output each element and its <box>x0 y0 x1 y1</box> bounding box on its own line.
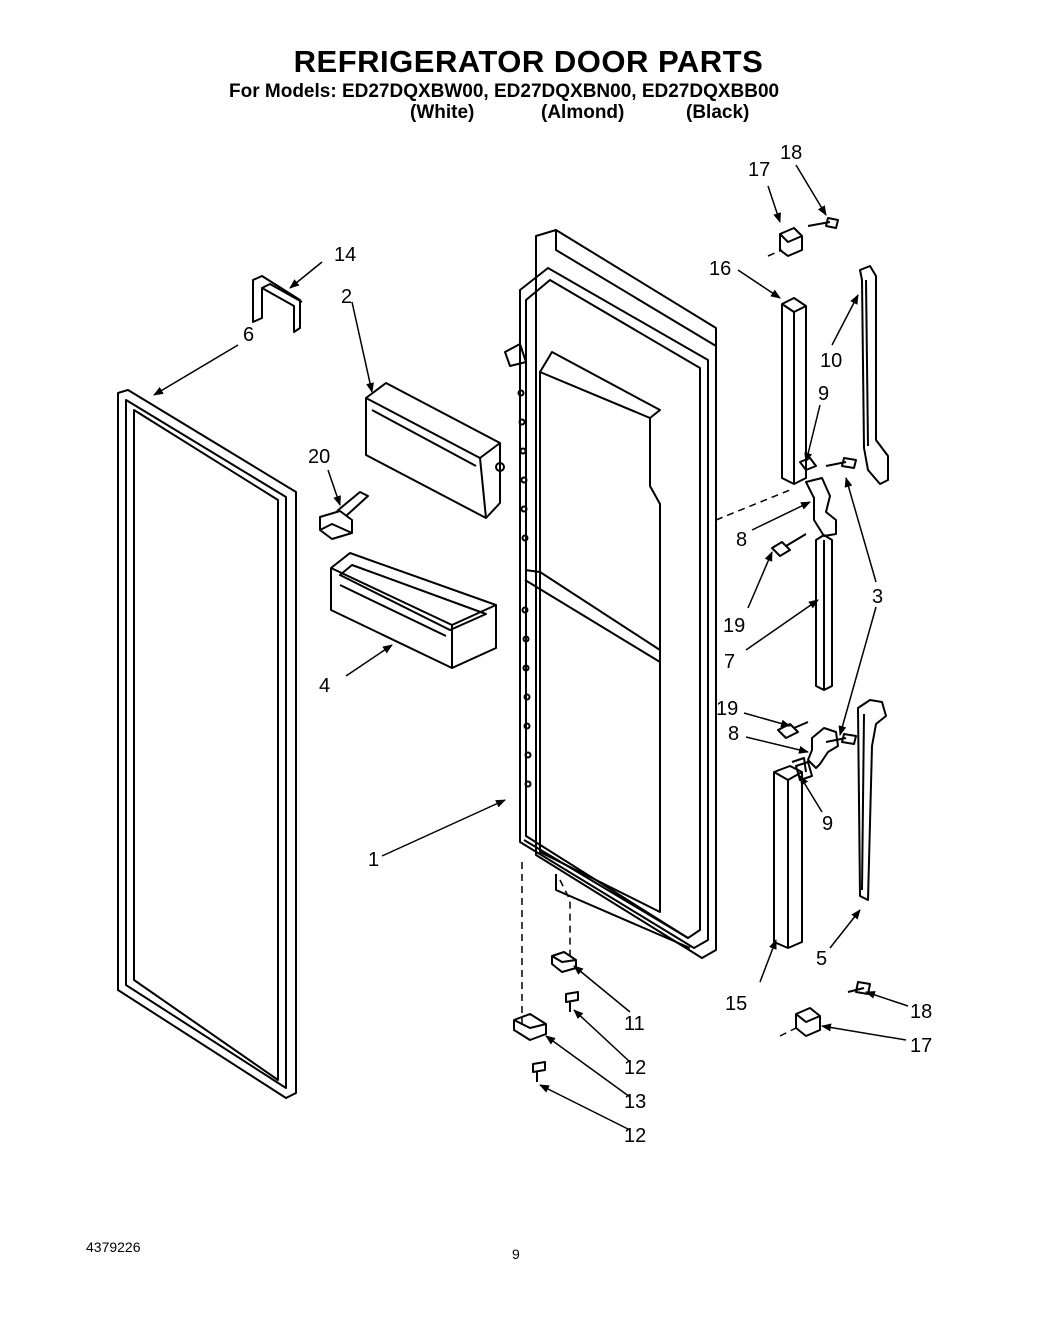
callout-4: 4 <box>319 675 330 697</box>
leader-line-16 <box>737 269 781 299</box>
cap-bottom-part <box>795 1007 821 1037</box>
hinge-bracket-part <box>513 1013 547 1041</box>
shelf-cover-part <box>365 382 505 519</box>
leader-line-14 <box>289 261 323 289</box>
hinge-part <box>551 951 577 973</box>
upper-handle-part <box>859 265 889 485</box>
leader-line-11 <box>573 965 631 1013</box>
leader-line-10 <box>831 294 859 346</box>
leader-line-9b <box>799 775 823 813</box>
callout-9-lower: 9 <box>822 813 833 835</box>
document-number: 4379226 <box>86 1239 141 1255</box>
assembly-line-hinge-upper <box>559 879 571 955</box>
page-title: REFRIGERATOR DOOR PARTS <box>293 44 764 79</box>
screw-19-upper <box>771 533 807 557</box>
assembly-line-cap-top <box>767 249 783 257</box>
leader-line-1 <box>381 799 506 857</box>
leader-line-12a <box>573 1009 631 1063</box>
small-clip-part <box>319 491 369 540</box>
callout-5: 5 <box>816 948 827 970</box>
leader-line-8a <box>751 501 811 531</box>
callout-12-upper: 12 <box>624 1057 646 1079</box>
door-gasket-part <box>117 389 297 1099</box>
callout-8-upper: 8 <box>736 529 747 551</box>
callout-19-upper: 19 <box>723 615 745 637</box>
middle-trim-part <box>815 534 833 691</box>
callout-9-upper: 9 <box>818 383 829 405</box>
callout-16: 16 <box>709 258 731 280</box>
upper-trim-part <box>781 297 807 485</box>
callout-7: 7 <box>724 651 735 673</box>
page-number: 9 <box>512 1246 520 1262</box>
screw-18-top <box>807 217 839 229</box>
leader-line-3b <box>838 606 877 736</box>
callout-3: 3 <box>872 586 883 608</box>
lower-trim-part <box>773 757 807 949</box>
callout-18-top: 18 <box>780 142 802 164</box>
variant-white: (White) <box>410 102 475 123</box>
callout-13: 13 <box>624 1091 646 1113</box>
leader-line-4 <box>345 644 393 677</box>
screw-12-upper <box>565 991 579 1012</box>
callout-17-bottom: 17 <box>910 1035 932 1057</box>
screw-3-lower <box>825 733 857 745</box>
callout-17-top: 17 <box>748 159 770 181</box>
leader-line-19b <box>743 712 791 728</box>
screw-3-upper <box>825 457 857 469</box>
handle-bracket-upper-part <box>805 477 837 537</box>
assembly-line-cap-bottom <box>779 1025 801 1037</box>
models-line: For Models: ED27DQXBW00, ED27DQXBN00, ED… <box>229 81 780 102</box>
leader-line-9a <box>804 404 821 463</box>
clip-9-upper <box>799 457 817 471</box>
leader-line-2 <box>351 301 374 393</box>
leader-line-20 <box>327 469 341 506</box>
leader-line-7 <box>745 599 819 651</box>
leader-line-18a <box>795 164 827 216</box>
leader-line-17a <box>767 185 781 223</box>
leader-line-8b <box>745 736 809 754</box>
callout-10: 10 <box>820 350 842 372</box>
assembly-line-upper <box>715 489 791 521</box>
leader-line-6 <box>153 344 239 396</box>
lower-handle-part <box>857 699 887 901</box>
leader-line-13 <box>545 1035 631 1098</box>
cap-top-part <box>779 227 803 257</box>
callout-20: 20 <box>308 446 330 468</box>
callout-6: 6 <box>243 324 254 346</box>
callout-19-lower: 19 <box>716 698 738 720</box>
callout-12-lower: 12 <box>624 1125 646 1147</box>
callout-11: 11 <box>624 1013 645 1035</box>
leader-line-3a <box>844 477 877 583</box>
callout-18-bottom: 18 <box>910 1001 932 1023</box>
callout-2: 2 <box>341 286 352 308</box>
door-liner-part <box>504 229 717 959</box>
leader-line-15 <box>759 939 777 983</box>
callout-15: 15 <box>725 993 747 1015</box>
variant-almond: (Almond) <box>541 102 625 123</box>
leader-line-17b <box>821 1023 907 1041</box>
variant-black: (Black) <box>686 102 750 123</box>
handle-bracket-lower-part <box>807 727 839 769</box>
screw-12-lower <box>532 1061 546 1082</box>
callout-14: 14 <box>334 244 356 266</box>
leader-line-19a <box>747 551 773 609</box>
leader-line-12b <box>539 1084 631 1131</box>
leader-line-18b <box>865 991 909 1007</box>
callout-8-lower: 8 <box>728 723 739 745</box>
leader-line-5 <box>829 909 861 949</box>
callout-1: 1 <box>368 849 379 871</box>
clip-part <box>252 275 303 333</box>
clip-9-lower <box>795 761 813 781</box>
door-bin-part <box>330 552 497 669</box>
